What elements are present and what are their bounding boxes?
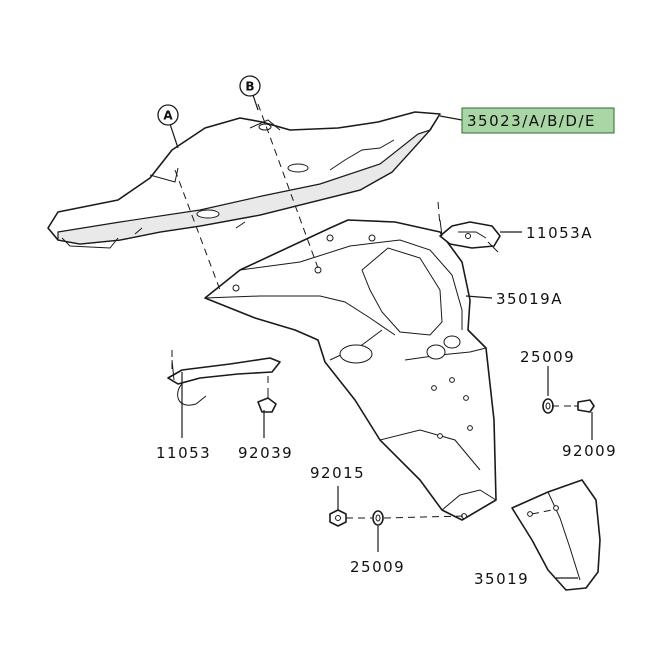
washer-25009-lower-part [372, 510, 384, 526]
bracket-11053a-part [439, 219, 501, 253]
part-label-25009-lower[interactable]: 25009 [350, 558, 405, 576]
part-label-92009[interactable]: 92009 [562, 442, 617, 460]
reference-a-label: A [163, 109, 173, 123]
part-label-35019a[interactable]: 35019A [496, 290, 563, 308]
part-label-92039[interactable]: 92039 [238, 444, 293, 462]
part-label-35019[interactable]: 35019 [474, 570, 529, 588]
part-label-11053a[interactable]: 11053A [526, 224, 593, 242]
mud-flap-part [511, 479, 601, 591]
washer-25009-upper-part [542, 398, 554, 414]
part-label-35023[interactable]: 35023/A/B/D/E [467, 112, 596, 130]
leader-lines [181, 115, 593, 579]
part-highlight [461, 107, 615, 134]
part-label-25009-upper[interactable]: 25009 [520, 348, 575, 366]
part-label-92015[interactable]: 92015 [310, 464, 365, 482]
reference-a: A [157, 104, 179, 149]
bracket-11053-part [167, 357, 281, 406]
assembly-lines [171, 103, 578, 519]
reference-b: B [239, 75, 261, 111]
nut-92015-part [329, 509, 347, 527]
reference-b-label: B [245, 80, 254, 94]
rear-fender-part [204, 219, 497, 521]
clip-92039-part [257, 388, 277, 413]
part-label-11053[interactable]: 11053 [156, 444, 211, 462]
tail-cover-part [47, 111, 441, 249]
